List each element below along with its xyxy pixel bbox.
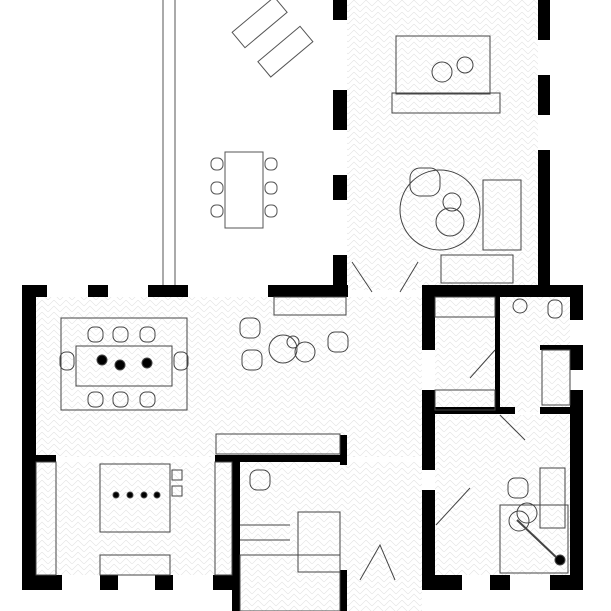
sink-icon [99, 554, 171, 576]
chair-icon [59, 317, 529, 499]
furniture [35, 35, 571, 611]
coffee-table [431, 61, 453, 83]
dining-rug [60, 317, 188, 411]
chair-icon [210, 157, 278, 218]
terrace [162, 0, 314, 285]
armchair [482, 179, 522, 251]
toilet-icon [547, 299, 563, 319]
chair-icon [409, 167, 441, 197]
walls [22, 0, 583, 611]
sideboard [215, 433, 341, 455]
sofa-icon [391, 92, 501, 114]
bed-icon [499, 504, 569, 574]
table-icon [75, 345, 173, 387]
lounger-icon [231, 0, 314, 78]
rug [395, 35, 491, 95]
sink-icon [512, 298, 528, 314]
stairs-icon [239, 511, 341, 611]
kitchen-island [99, 463, 171, 533]
round-rug [399, 169, 481, 251]
door-swing-icon [351, 261, 526, 581]
floor-areas [36, 0, 570, 611]
terrace-table [224, 151, 264, 229]
